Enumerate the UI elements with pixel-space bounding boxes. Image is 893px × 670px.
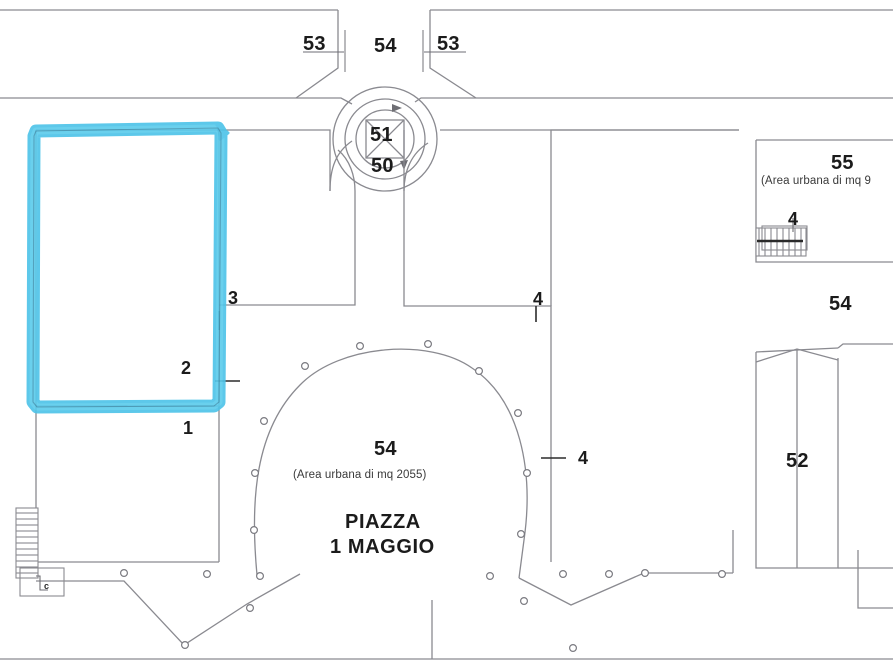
label-road-54-north: 54	[374, 35, 397, 57]
label-sub-1: 1	[183, 418, 194, 438]
selected-parcel-highlight[interactable]	[26, 121, 230, 414]
bottom-frame	[0, 600, 893, 660]
label-road-54-east: 54	[829, 293, 852, 315]
north-road-corridor	[295, 10, 477, 99]
label-road-53-right: 53	[437, 33, 460, 55]
label-sub-4-top: 4	[533, 289, 544, 309]
label-roundabout-51: 51	[370, 124, 393, 146]
parcel-52-outline	[755, 343, 893, 569]
label-piazza-name-line1: PIAZZA	[345, 511, 421, 533]
label-sub-2: 2	[181, 358, 192, 378]
label-building-mark-c: c	[44, 581, 50, 591]
label-sub-3: 3	[228, 288, 239, 308]
piazza-circle	[253, 348, 528, 579]
label-sub-4-parcel-55: 4	[788, 209, 799, 229]
roundabout-approaches	[296, 97, 476, 105]
southwest-building	[15, 507, 65, 597]
label-parcel-52: 52	[786, 450, 809, 472]
roundabout	[332, 86, 438, 192]
parcel-55-building	[755, 225, 808, 257]
label-piazza-parcel-54: 54	[374, 438, 397, 460]
label-piazza-name-line2: 1 MAGGIO	[330, 536, 435, 558]
road-edge-marks-53	[344, 30, 424, 72]
label-parcel-55-area: (Area urbana di mq 9	[761, 175, 872, 187]
west-road-edge	[219, 129, 356, 306]
north-road-band	[0, 9, 893, 99]
central-block-outline	[403, 129, 739, 562]
label-sub-4-mid: 4	[578, 448, 589, 468]
map-linework	[0, 9, 893, 660]
west-block-outline	[35, 129, 220, 563]
label-piazza-area: (Area urbana di mq 2055)	[293, 469, 427, 481]
label-parcel-55: 55	[831, 152, 854, 174]
label-roundabout-50: 50	[371, 155, 394, 177]
parcel-55-outline	[755, 139, 893, 263]
far-right-block	[857, 550, 893, 609]
vertex-markers	[119, 340, 727, 653]
label-road-53-left: 53	[303, 33, 326, 55]
